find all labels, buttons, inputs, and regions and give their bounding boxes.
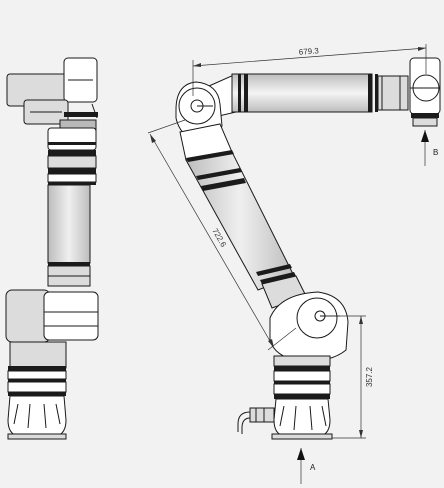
view-arrow-b: B <box>421 130 438 166</box>
upper-arm-front <box>199 73 409 119</box>
shoulder-front <box>269 291 349 363</box>
base-side <box>7 341 67 440</box>
dimension-label-679: 679.3 <box>298 46 319 57</box>
side-view-robot <box>5 57 99 440</box>
elbow-joint-side <box>47 127 97 185</box>
base-front <box>271 355 333 440</box>
dimension-label-357: 357.2 <box>365 366 374 387</box>
dimension-base: 357.2 <box>326 315 374 439</box>
wrist-head <box>6 57 98 131</box>
forearm-front <box>179 123 307 309</box>
cable-connector <box>237 407 275 434</box>
wrist-front <box>409 57 441 127</box>
view-arrow-a: A <box>297 448 316 484</box>
view-label-b: B <box>433 148 438 157</box>
front-view-robot <box>175 57 441 440</box>
view-label-a: A <box>310 463 316 472</box>
forearm-tube-side <box>47 184 91 287</box>
dimension-upper-arm: 679.3 <box>192 44 427 96</box>
shoulder-side <box>5 289 99 343</box>
